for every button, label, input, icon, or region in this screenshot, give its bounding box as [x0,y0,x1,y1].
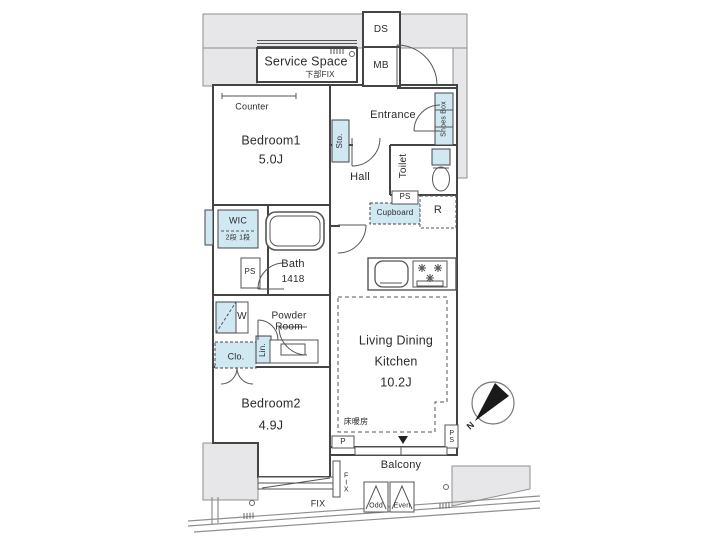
burner-icons [418,264,442,282]
stove-icon [412,260,448,288]
room-label-ldk-line1: Living Dining [358,333,434,348]
label-mb: MB [373,59,389,71]
door-arcs [220,44,441,385]
compass-icon [471,381,515,425]
toilet-icon [432,166,450,192]
label-ps-ldk: PS [448,430,456,444]
boundary-tick-marks [243,502,450,519]
label-service-space-sub: 下部FIX [305,69,335,79]
label-bedroom2-size: 4.9J [258,418,284,433]
balcony-fix-window [332,460,341,498]
label-shoes-box: Shoes Box [440,101,448,137]
room-label-toilet: Toilet [397,153,409,179]
room-label-powder-room: Powder Room [271,310,307,332]
room-label-bath: Bath [281,258,305,271]
label-closet: Clo. [227,351,245,362]
label-bedroom1-size: 5.0J [258,152,284,167]
label-hatch-odd: Odd [369,502,383,510]
label-ps-wic: PS [244,266,256,276]
label-ds: DS [373,23,389,35]
label-sto: Sto. [334,133,344,149]
label-linen: Lin. [257,343,267,357]
bedroom2-window [257,476,334,490]
room-label-ldk-line2: Kitchen [374,354,418,369]
room-label-service-space: Service Space [264,54,348,69]
label-washer: W [237,310,247,322]
counter-line [221,93,297,99]
entry-marker-icon [398,436,408,444]
evacuation-hatches [363,481,415,513]
label-wic-shelves: 2段 1段 [225,234,251,242]
label-hatch-even: Even [393,502,411,510]
label-p-box: P [340,436,346,446]
label-cupboard: Cupboard [376,207,414,217]
label-ps-entrance: PS [399,191,411,201]
outside-masses [202,13,531,507]
vent-circles [249,51,449,506]
room-label-entrance: Entrance [370,109,416,122]
label-ldk-size: 10.2J [380,375,412,390]
label-floor-heating: 床暖房 [343,416,369,426]
room-label-bedroom2: Bedroom2 [241,396,301,411]
label-fix-balcony: FIX [342,472,350,494]
label-refrigerator: R [433,204,443,217]
room-label-bedroom1: Bedroom1 [241,133,301,148]
label-counter: Counter [235,101,269,112]
room-label-hall: Hall [350,171,370,184]
kitchen-sink-icon [374,260,409,288]
bathtub-icon [265,211,325,251]
storage-details [215,109,459,449]
label-fix-bedroom2: FIX [310,498,326,509]
label-bath-size: 1418 [281,273,305,285]
service-space-window [257,40,357,54]
room-label-balcony: Balcony [380,459,422,472]
label-wic: WIC [228,215,248,226]
floor-heating-area [337,296,448,433]
ldk-balcony-window [354,446,448,456]
